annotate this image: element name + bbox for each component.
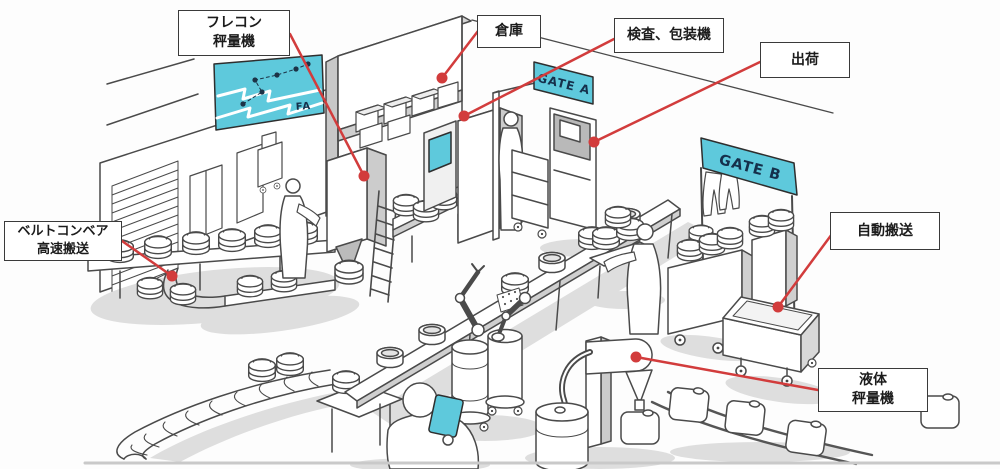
robot-arm-1 bbox=[454, 263, 485, 337]
wall-cart bbox=[257, 131, 283, 194]
leader-dots bbox=[166, 72, 784, 363]
gate-a-structure bbox=[492, 76, 561, 241]
gate-a-sign: GATE A bbox=[533, 61, 594, 105]
fa-panel-label: FA bbox=[295, 101, 311, 113]
can-conveyor bbox=[650, 384, 960, 466]
gate-a-machine bbox=[549, 107, 597, 231]
callout-frecon-weigher: フレコン 秤量機 bbox=[178, 10, 290, 56]
callout-inspection-packaging: 検査、包装機 bbox=[614, 18, 724, 53]
callout-leader-lines bbox=[120, 29, 834, 392]
worker-silhouette bbox=[279, 178, 321, 279]
transport-bin-cart bbox=[722, 296, 820, 387]
belt-conveyor-serpentine bbox=[87, 221, 336, 309]
callout-auto-transport: 自動搬送 bbox=[830, 212, 940, 250]
shelf-trolley bbox=[511, 149, 549, 239]
tablet bbox=[428, 394, 464, 438]
callout-shipping: 出荷 bbox=[760, 42, 850, 78]
liquid-drum bbox=[535, 402, 589, 469]
wall-doors bbox=[189, 143, 264, 242]
callout-warehouse: 倉庫 bbox=[477, 15, 541, 48]
worker-silhouette bbox=[603, 223, 662, 335]
chute-conveyor bbox=[116, 352, 337, 460]
callout-belt-conveyor: ベルトコンベア 高速搬送 bbox=[4, 221, 122, 261]
ladder bbox=[369, 190, 398, 303]
frecon-weigher-machine bbox=[326, 147, 387, 285]
robot-arm-2 bbox=[491, 291, 532, 342]
roof-lines bbox=[106, 58, 199, 126]
tablet-person bbox=[386, 382, 480, 469]
hanging-garments bbox=[702, 171, 740, 217]
warehouse-shelf bbox=[325, 15, 472, 217]
callout-liquid-weigher: 液体 秤量機 bbox=[818, 368, 928, 412]
liquid-weigher-machine bbox=[555, 336, 660, 449]
fa-panel: FA bbox=[213, 54, 325, 131]
